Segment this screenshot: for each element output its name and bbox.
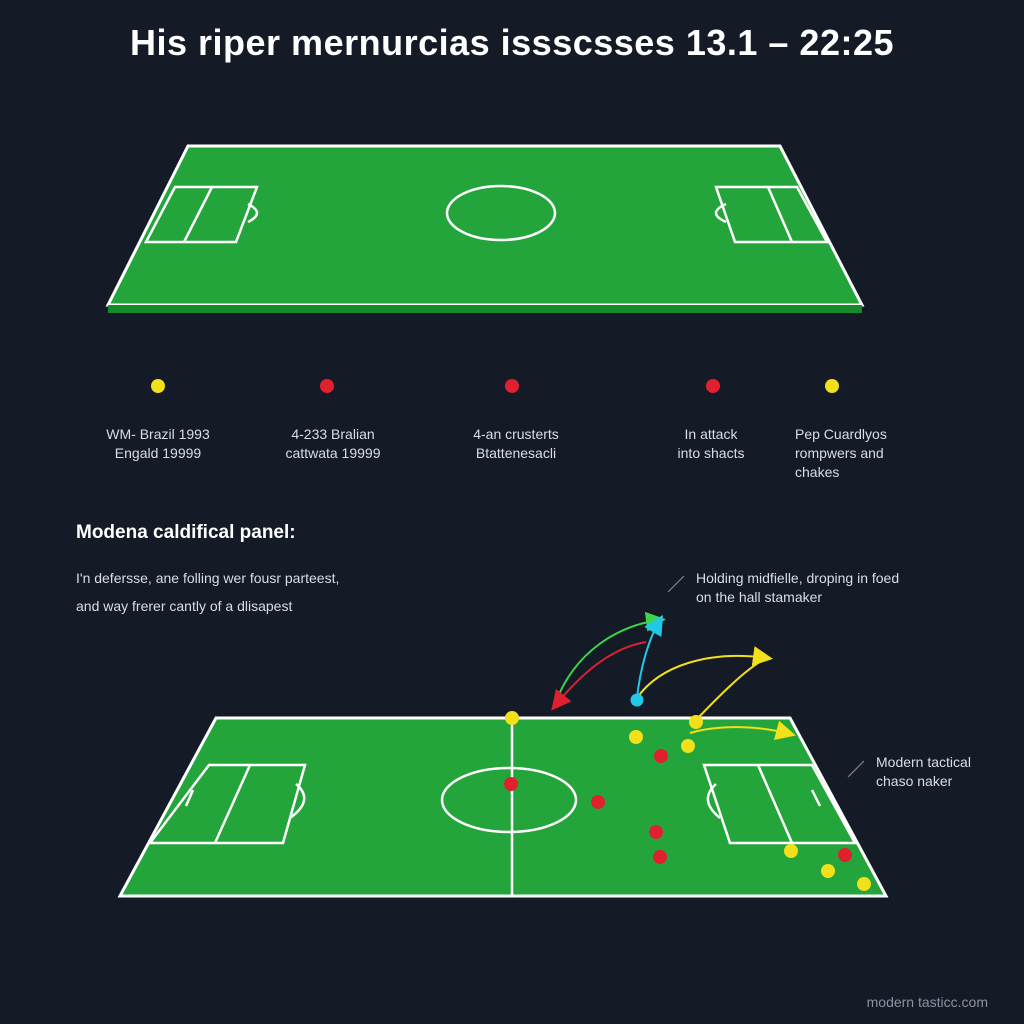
legend-label: In attack into shacts bbox=[677, 426, 745, 461]
page-title: His riper mernurcias issscsses 13.1 – 22… bbox=[130, 22, 894, 63]
bottom-right-penalty-box bbox=[702, 763, 858, 845]
player-yellow bbox=[681, 739, 695, 753]
bottom-left-penalty-box bbox=[147, 763, 307, 845]
bottom-pitch bbox=[117, 716, 889, 898]
player-red bbox=[649, 825, 663, 839]
bottom-center-circle bbox=[440, 766, 578, 834]
legend-label: 4-an crusterts Btattenesacli bbox=[473, 426, 559, 461]
arrow-yellow-1 bbox=[636, 646, 773, 699]
arrow-cyan bbox=[636, 614, 664, 699]
legend-label: 4-233 Bralian cattwata 19999 bbox=[285, 426, 381, 461]
legend-label: WM- Brazil 1993 Engald 19999 bbox=[106, 426, 210, 461]
player-red bbox=[653, 850, 667, 864]
arrow-red bbox=[551, 641, 647, 711]
top-pitch bbox=[105, 144, 865, 313]
legend-dot-yellow bbox=[825, 379, 839, 393]
player-yellow bbox=[689, 715, 703, 729]
player-yellow bbox=[857, 877, 871, 891]
player-dots bbox=[504, 693, 871, 891]
top-center-circle bbox=[445, 184, 557, 242]
player-cyan bbox=[630, 693, 644, 707]
legend-dots bbox=[151, 379, 839, 393]
callout-leader bbox=[847, 760, 865, 778]
player-red bbox=[838, 848, 852, 862]
player-red bbox=[654, 749, 668, 763]
player-yellow bbox=[505, 711, 519, 725]
legend-dot-yellow bbox=[151, 379, 165, 393]
movement-arrows bbox=[551, 575, 865, 778]
player-yellow bbox=[821, 864, 835, 878]
footer-watermark: modern tasticc.com bbox=[866, 994, 988, 1010]
callout-leader bbox=[667, 575, 685, 593]
panel-heading: Modena caldifical panel: bbox=[76, 522, 296, 543]
callout-modern-tactical: Modern tactical chaso naker bbox=[876, 754, 971, 789]
callout-holding-midfielder: Holding midfielle, droping in foed on th… bbox=[696, 570, 900, 605]
panel-text: and way frerer cantly of a dlisapest bbox=[76, 598, 293, 614]
player-yellow bbox=[784, 844, 798, 858]
player-red bbox=[591, 795, 605, 809]
legend-dot-red bbox=[706, 379, 720, 393]
panel-text: I'n defersse, ane folling wer fousr part… bbox=[76, 570, 340, 586]
legend-dot-red bbox=[505, 379, 519, 393]
player-red bbox=[504, 777, 518, 791]
top-right-penalty-box bbox=[714, 185, 830, 244]
top-left-penalty-box bbox=[143, 185, 259, 244]
arrow-yellow-3 bbox=[689, 720, 796, 741]
player-yellow bbox=[629, 730, 643, 744]
arrow-yellow-2 bbox=[695, 659, 764, 721]
legend-dot-red bbox=[320, 379, 334, 393]
legend-label: Pep Cuardlyos rompwers and chakes bbox=[795, 426, 887, 480]
